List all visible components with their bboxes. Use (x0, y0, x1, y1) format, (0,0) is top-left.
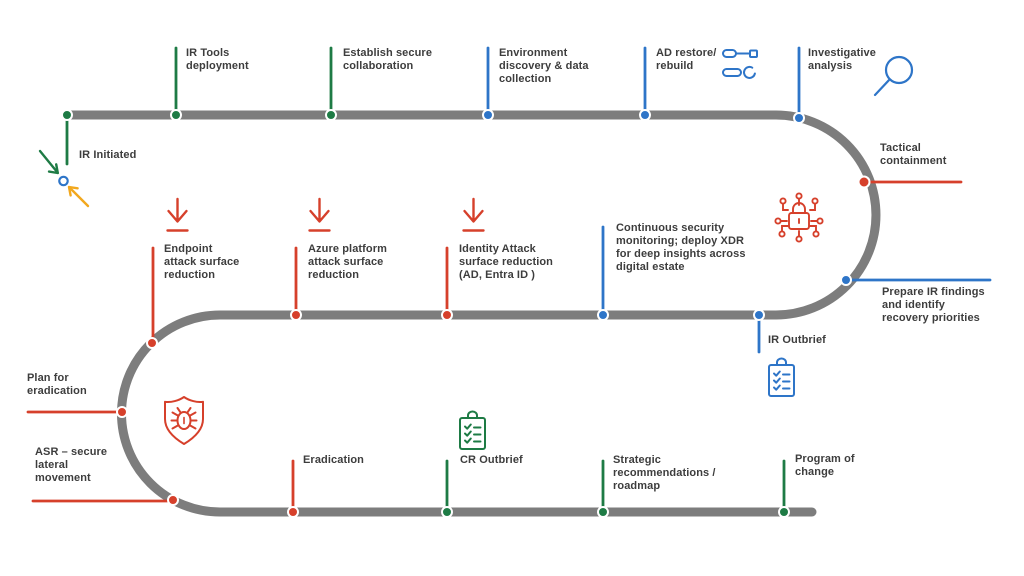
milestone-label-asr-lateral: ASR – secure lateral movement (35, 446, 108, 484)
dot-program-change (778, 506, 790, 518)
dot-endpoint-asr (146, 337, 158, 349)
dot-strategic (597, 506, 609, 518)
milestone-label-endpoint-asr: Endpoint attack surface reduction (164, 243, 240, 281)
dot-ir-tools (170, 109, 182, 121)
dot-env-discovery (482, 109, 494, 121)
milestone-label-investigative: Investigative analysis (808, 47, 876, 72)
roadmap-road (62, 110, 881, 517)
milestone-label-eradication: Eradication (303, 454, 365, 466)
network-lock-icon (774, 192, 824, 243)
milestone-label-ad-restore: AD restore/ rebuild (656, 47, 717, 72)
milestone-label-ir-outbrief: IR Outbrief (768, 334, 826, 346)
milestone-label-program-change: Program of change (795, 453, 855, 478)
milestone-label-prepare-findings: Prepare IR findings and identify recover… (882, 286, 985, 324)
origin-point-icon (58, 175, 69, 187)
dot-identity-asr (441, 309, 453, 321)
down-arrow-icon (308, 197, 331, 232)
milestone-label-tactical: Tactical containment (880, 142, 947, 167)
checklist-clipboard-icon (768, 357, 795, 397)
milestone-dots (61, 109, 871, 518)
start-point-group (38, 149, 90, 208)
checklist-clipboard-icon (459, 410, 486, 450)
milestone-label-azure-asr: Azure platform attack surface reduction (308, 243, 388, 281)
green-connectors (65, 46, 786, 511)
dot-ad-restore (639, 109, 651, 121)
dot-ir-initiated (61, 109, 73, 121)
milestone-label-establish-collab: Establish secure collaboration (343, 47, 433, 72)
milestone-label-identity-asr: Identity Attack surface reduction (AD, E… (459, 243, 554, 281)
green-incoming-arrow-icon (38, 149, 59, 175)
dot-eradication (287, 506, 299, 518)
milestone-label-plan-eradication: Plan for eradication (27, 372, 87, 397)
dot-asr-lateral (167, 494, 179, 506)
milestone-label-strategic: Strategic recommendations / roadmap (613, 454, 716, 492)
down-arrow-icon (166, 197, 189, 232)
dot-investigative (793, 112, 805, 124)
dot-continuous-monitoring (597, 309, 609, 321)
milestone-label-ir-tools: IR Tools deployment (186, 47, 249, 72)
milestone-label-env-discovery: Environment discovery & data collection (499, 47, 589, 85)
down-arrow-icon (462, 197, 485, 232)
dot-tactical (857, 175, 871, 189)
magnifying-glass-icon (873, 55, 914, 97)
shield-bug-icon (164, 396, 204, 445)
dot-ir-outbrief (753, 309, 765, 321)
milestone-label-cr-outbrief: CR Outbrief (460, 454, 523, 466)
dot-azure-asr (290, 309, 302, 321)
dot-cr-outbrief (441, 506, 453, 518)
red-connectors (26, 180, 963, 511)
dot-plan-eradication (116, 406, 128, 418)
tools-icon (722, 49, 758, 79)
yellow-incoming-arrow-icon (67, 185, 90, 208)
blue-connectors (486, 46, 992, 354)
milestone-label-ir-initiated: IR Initiated (79, 149, 137, 161)
milestone-label-continuous-monitoring: Continuous security monitoring; deploy X… (616, 222, 746, 273)
dot-prepare-findings (840, 274, 852, 286)
dot-establish-collab (325, 109, 337, 121)
